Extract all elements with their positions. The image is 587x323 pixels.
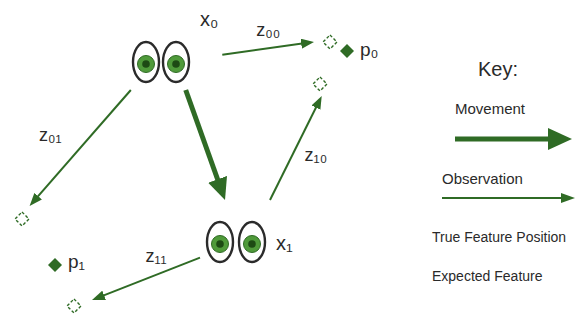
expected-feature [313,77,327,91]
true-feature: p₁ [12,206,92,318]
eye-iris [138,56,155,73]
expected-feature [323,35,337,49]
robot-pose: x₁ [200,200,300,272]
movement-arrow [186,90,218,180]
eye-iris [244,236,261,253]
observation-label: z₁₀ [303,146,330,166]
robot-pose: x₀ [126,6,222,90]
legend-label: Observation [442,170,523,187]
observation-label: z₀₀ [254,21,282,41]
eye-outline [239,222,265,262]
observation-arrow [222,44,302,55]
expected-feature [15,212,29,226]
true-feature: p₀ [314,30,384,96]
eye-pupil [248,240,256,248]
legend-observation-head [561,193,575,203]
eye-iris [168,56,185,73]
expected-feature [67,299,81,313]
observation-label: z₁₁ [143,247,168,267]
eye-outline [207,222,233,262]
legend-label: Expected Feature [432,268,543,284]
pose-label: p₁ [68,252,85,273]
observation-label: z₀₁ [37,126,64,146]
legend-label: True Feature Position [432,229,566,245]
pose-label: x₀ [200,8,218,30]
eye-outline [133,42,159,82]
eye-iris [212,236,229,253]
legend-heading: Key: [478,58,518,80]
legend-label: Movement [455,100,525,117]
feature-marker [48,258,62,272]
legend-observation-arrow [442,197,564,199]
eye-pupil [142,60,150,68]
legend-movement-arrow [455,137,551,142]
legend-movement-head [548,128,572,150]
pose-label: p₀ [360,40,378,61]
pose-label: x₁ [276,232,293,254]
observation-arrow [37,90,130,197]
feature-marker [340,44,354,58]
eye-pupil [172,60,180,68]
eye-pupil [216,240,224,248]
eye-outline [163,42,189,82]
